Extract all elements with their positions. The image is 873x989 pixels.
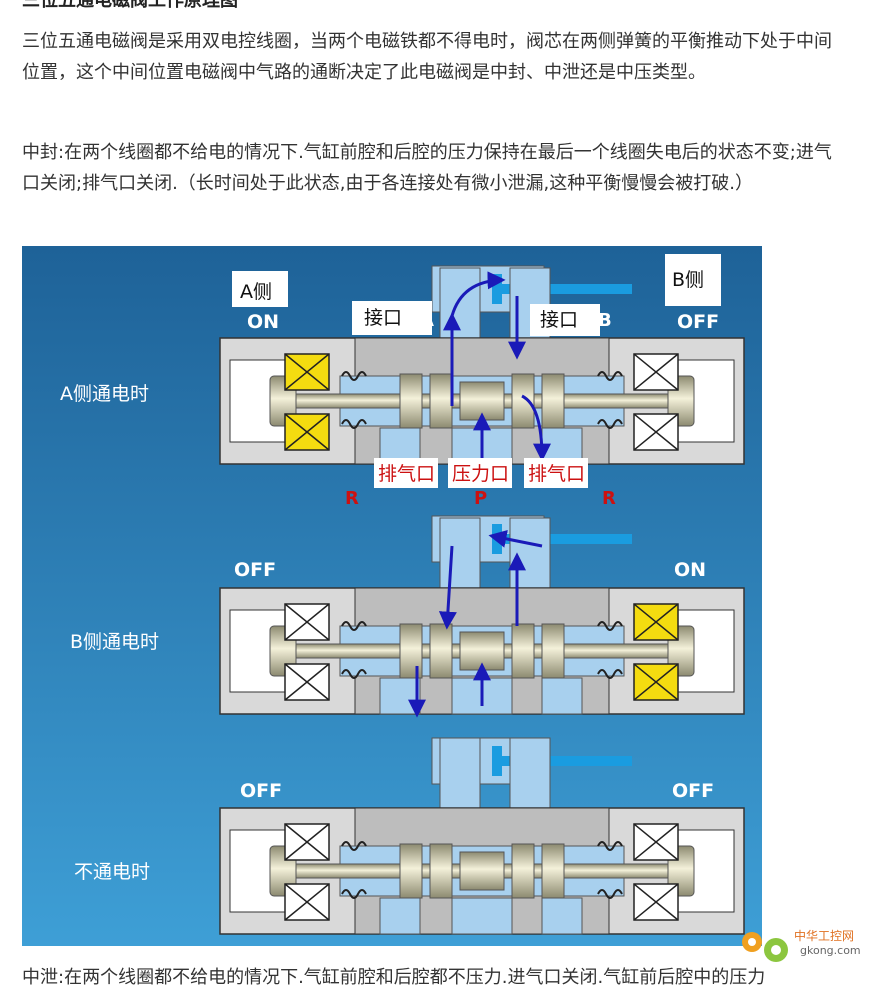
coil-a-off-lower xyxy=(284,663,330,701)
flow-arrow-1b xyxy=(450,271,506,317)
state-label-a-energized: A侧通电时 xyxy=(60,383,149,405)
coil-a-off-lower-3 xyxy=(284,883,330,921)
exhaust-right-box xyxy=(524,458,588,488)
exhaust-left-box xyxy=(374,458,438,488)
coil-a-on xyxy=(284,353,330,391)
port-left-label: 接口 xyxy=(364,307,402,329)
pressure-label: 压力口 xyxy=(452,463,509,485)
port-letter-b: B xyxy=(598,310,612,331)
coil-a-off-3 xyxy=(284,823,330,861)
state-off-left-3: OFF xyxy=(240,780,282,802)
state-label-b-energized: B侧通电时 xyxy=(70,631,159,653)
coil-b-off-lower-3 xyxy=(633,883,679,921)
coil-b-off xyxy=(633,353,679,391)
panel-de-energized: OFF OFF 不通电时 xyxy=(74,738,744,934)
bottom-paragraph-cut: 中泄:在两个线圈都不给电的情况下.气缸前腔和后腔都不压力.进气口关闭.气缸前后腔… xyxy=(22,967,766,988)
gkong-watermark-logo: 中华工控网 gkong.com xyxy=(742,928,861,962)
pressure-letter: P xyxy=(474,488,487,509)
flow-arrow-2c xyxy=(488,529,543,548)
panel-b-side-energized: OFF ON B侧通电时 xyxy=(70,515,744,718)
exhaust-letter-right: R xyxy=(602,488,616,509)
port-right-label: 接口 xyxy=(540,309,578,331)
coil-b-on xyxy=(633,603,679,641)
exhaust-right-label: 排气口 xyxy=(528,463,585,485)
exhaust-letter-left: R xyxy=(345,488,359,509)
coil-b-off-3 xyxy=(633,823,679,861)
top-heading-cut: 三位五通电磁阀工作原理图 xyxy=(22,0,238,11)
coil-b-off-lower xyxy=(633,413,679,451)
state-off-right-3: OFF xyxy=(672,780,714,802)
port-right-label-box xyxy=(530,304,600,336)
panel-a-side-energized: A侧 B侧 接口 A 接口 B ON OFF A侧通电时 排气口 压力口 排气口… xyxy=(60,254,744,509)
port-letter-a: A xyxy=(420,310,434,331)
port-left-label-box xyxy=(352,301,432,335)
coil-a-off xyxy=(284,603,330,641)
side-a-label-box xyxy=(232,271,288,307)
side-b-label: B侧 xyxy=(672,269,704,291)
watermark-cn: 中华工控网 xyxy=(794,928,854,943)
intro-paragraph: 三位五通电磁阀是采用双电控线圈，当两个电磁铁都不得电时，阀芯在两侧弹簧的平衡推动… xyxy=(22,31,832,83)
side-a-label: A侧 xyxy=(240,281,272,303)
side-b-label-box xyxy=(665,254,721,306)
state-label-de-energized: 不通电时 xyxy=(74,861,150,883)
flow-arrow-2a xyxy=(438,545,457,630)
valve-diagram-figure: A侧 B侧 接口 A 接口 B ON OFF A侧通电时 排气口 压力口 排气口… xyxy=(22,246,762,946)
state-on-right-2: ON xyxy=(674,559,706,581)
exhaust-left-label: 排气口 xyxy=(378,463,435,485)
state-off-left-2: OFF xyxy=(234,559,276,581)
coil-a-on-lower xyxy=(284,413,330,451)
coil-b-on-lower xyxy=(633,663,679,701)
state-off-right-1: OFF xyxy=(677,311,719,333)
pressure-box xyxy=(448,458,512,488)
state-on-left-1: ON xyxy=(247,311,279,333)
closed-center-paragraph: 中封:在两个线圈都不给电的情况下.气缸前腔和后腔的压力保持在最后一个线圈失电后的… xyxy=(22,142,832,194)
watermark-url: gkong.com xyxy=(800,944,861,957)
flow-arrow-1e xyxy=(521,394,551,462)
